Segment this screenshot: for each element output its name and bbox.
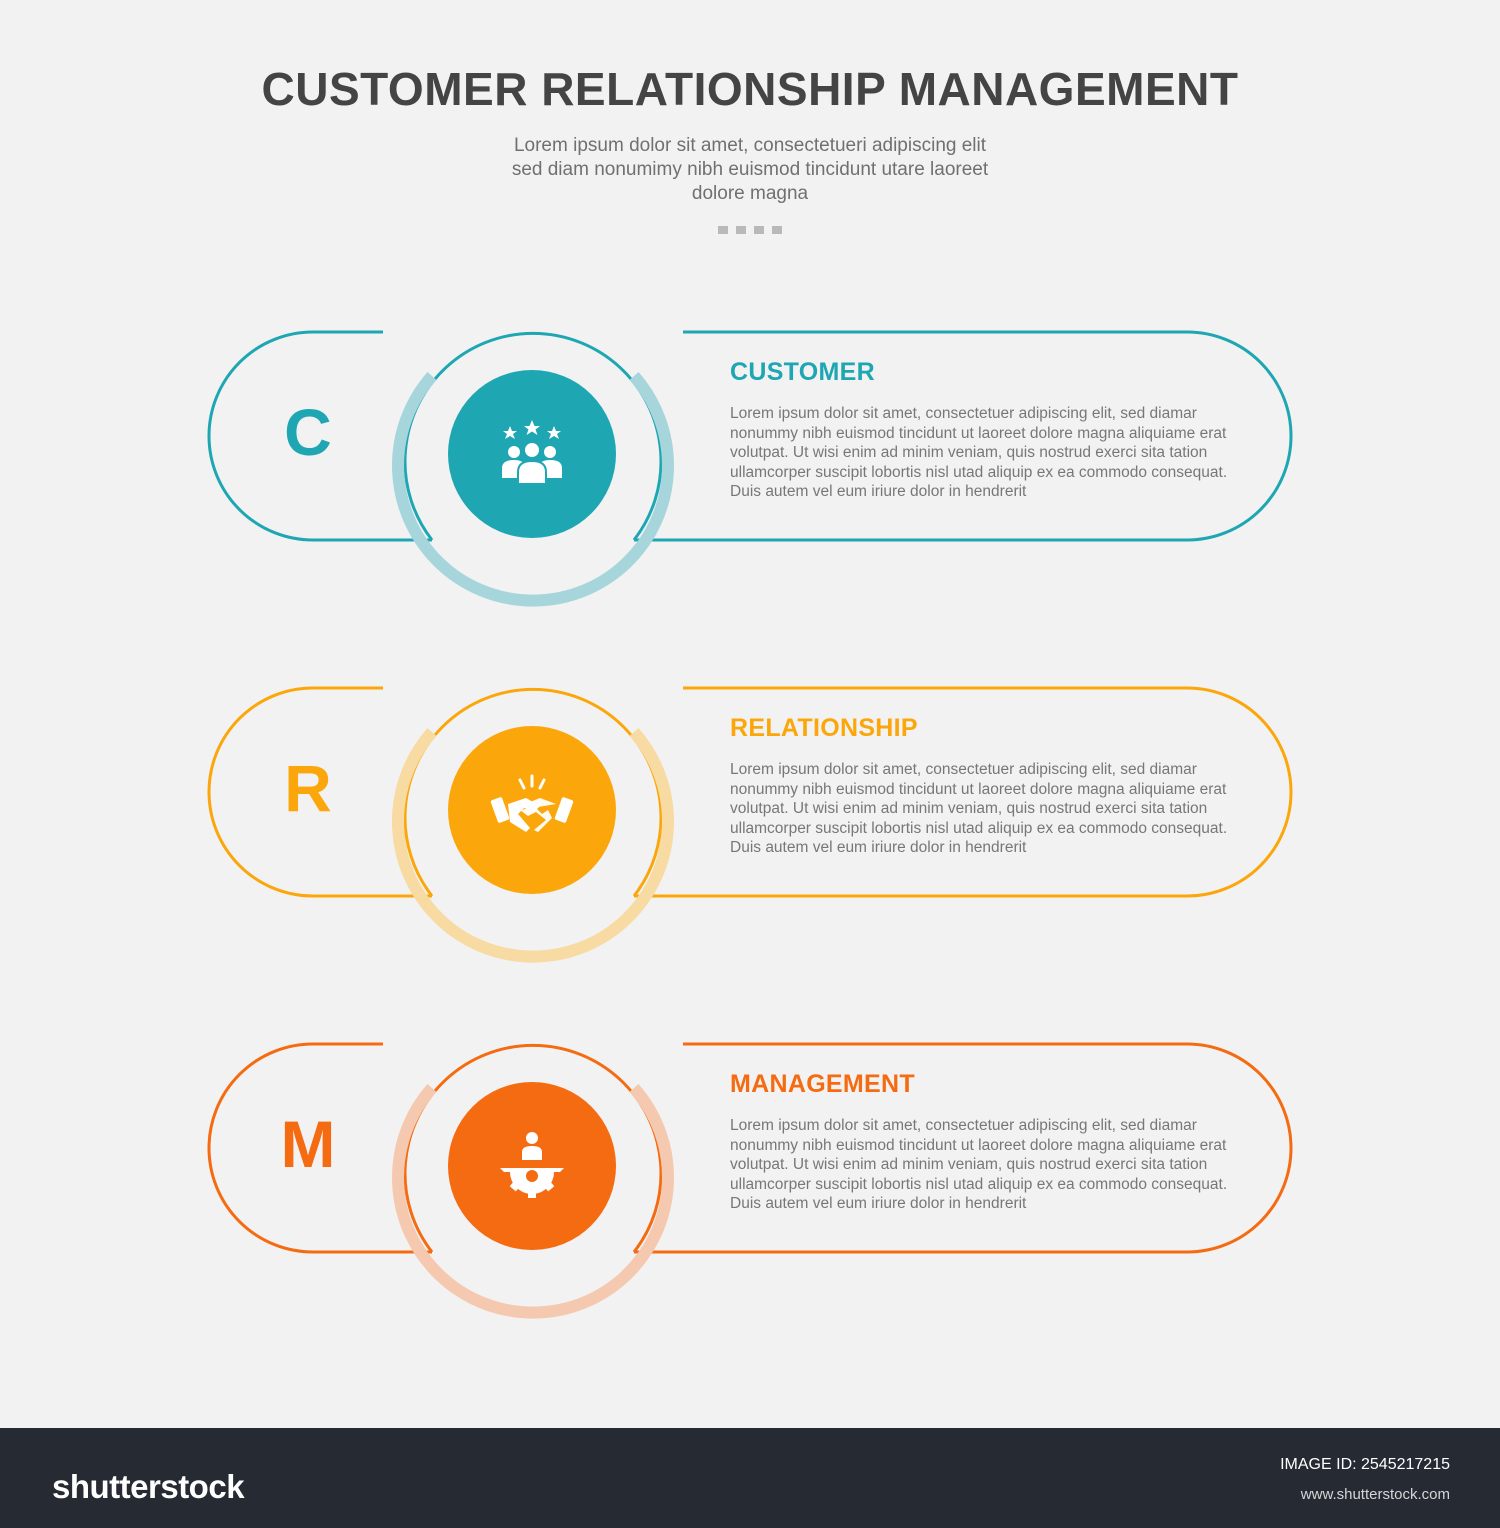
item-icon-circle xyxy=(448,370,616,538)
item-frame xyxy=(207,1042,1293,1319)
outer-ring-arc xyxy=(392,728,674,963)
divider-dot xyxy=(772,226,782,234)
left-capsule-outline xyxy=(207,686,432,898)
item-icon-circle xyxy=(448,726,616,894)
left-capsule-outline xyxy=(207,1042,432,1254)
stock-logo: shutterstock xyxy=(52,1468,245,1505)
inner-arc xyxy=(403,1043,663,1253)
item-title: RELATIONSHIP xyxy=(730,714,918,742)
divider-dot xyxy=(754,226,764,234)
outer-ring-arc xyxy=(392,1084,674,1319)
divider-dot xyxy=(718,226,728,234)
item-title: MANAGEMENT xyxy=(730,1070,915,1098)
item-frame xyxy=(207,686,1293,963)
inner-arc xyxy=(403,687,663,897)
person-gear-icon xyxy=(500,1132,564,1198)
divider-dot xyxy=(736,226,746,234)
item-letter: C xyxy=(284,395,332,469)
handshake-icon xyxy=(490,774,574,832)
right-capsule-outline xyxy=(634,1042,1293,1254)
image-id-label: IMAGE ID: 2545217215 xyxy=(1280,1456,1450,1473)
right-capsule-outline xyxy=(634,686,1293,898)
infographic-canvas: CUSTOMER RELATIONSHIP MANAGEMENT Lorem i… xyxy=(0,63,1500,1328)
item-letter: R xyxy=(284,751,332,825)
page-subtitle: Lorem ipsum dolor sit amet, consectetuer… xyxy=(511,135,989,204)
divider-dots xyxy=(718,226,782,234)
stock-footer-bar: shutterstock IMAGE ID: 2545217215 www.sh… xyxy=(0,1428,1500,1528)
left-capsule-outline xyxy=(207,330,432,542)
crm-item-relationship: R RELATIONSHIP Lorem ipsum dolor sit ame… xyxy=(0,682,1500,972)
item-title: CUSTOMER xyxy=(730,358,876,386)
item-description: Lorem ipsum dolor sit amet, consectetuer… xyxy=(730,405,1228,500)
crm-item-management: M MANAGEMENT Lorem ipsum dolor sit amet,… xyxy=(0,1038,1500,1328)
item-frame xyxy=(207,330,1293,607)
item-letter: M xyxy=(280,1107,336,1181)
item-description: Lorem ipsum dolor sit amet, consectetuer… xyxy=(730,761,1228,856)
crm-item-customer: C CUSTOMER Lorem ipsum dolor sit amet, c… xyxy=(0,326,1500,616)
inner-arc xyxy=(403,331,663,541)
item-description: Lorem ipsum dolor sit amet, consectetuer… xyxy=(730,1117,1228,1212)
site-url: www.shutterstock.com xyxy=(1300,1486,1450,1503)
team-stars-icon xyxy=(502,420,562,485)
outer-ring-arc xyxy=(392,372,674,607)
item-icon-circle xyxy=(448,1082,616,1250)
right-capsule-outline xyxy=(634,330,1293,542)
page-title: CUSTOMER RELATIONSHIP MANAGEMENT xyxy=(261,63,1239,115)
